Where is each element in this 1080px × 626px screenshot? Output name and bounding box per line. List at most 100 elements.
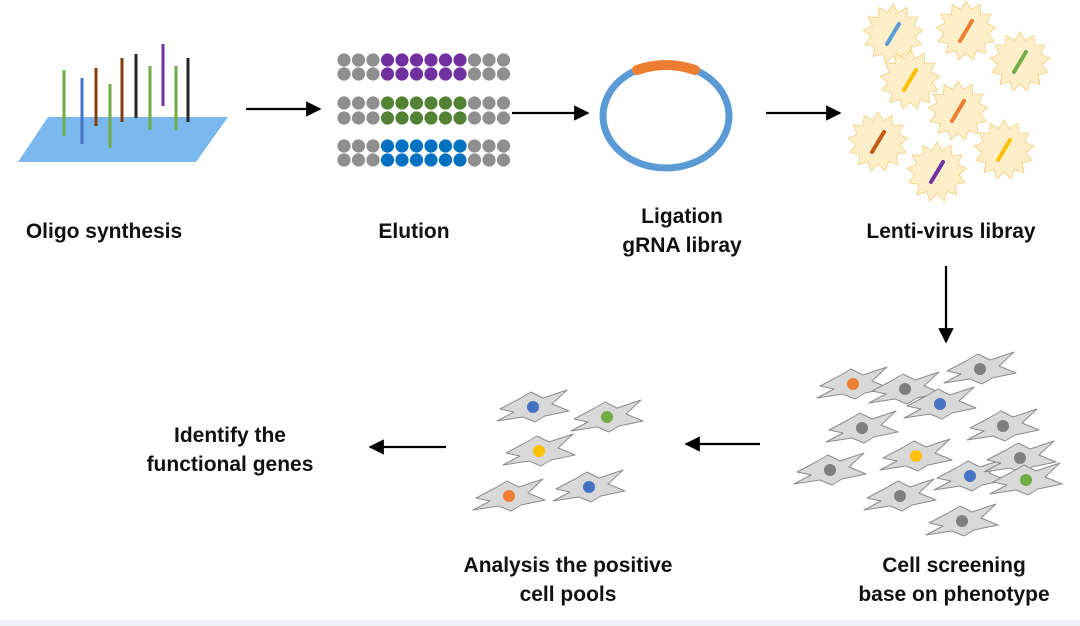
grna-payload [929, 160, 945, 184]
label-identify-functional-genes: Identify the functional genes [120, 421, 340, 479]
adherent-cell [983, 440, 1057, 474]
lentivirus-library-icon [847, 0, 1051, 203]
grna-payload [996, 138, 1012, 162]
synthesis-plate [18, 117, 228, 162]
label-elution: Elution [334, 217, 494, 246]
elution-bead [395, 139, 409, 153]
plasmid-backbone [599, 60, 733, 172]
label-lenti-virus-library-text: Lenti-virus libray [866, 220, 1036, 243]
label-oligo-synthesis: Oligo synthesis [0, 217, 208, 246]
grna-payload [885, 22, 901, 46]
adherent-cell [925, 503, 999, 537]
elution-bead [482, 111, 496, 125]
lentivirus-particle [989, 31, 1051, 93]
elution-bead [496, 53, 511, 67]
elution-bead [438, 153, 453, 167]
elution-bead [467, 139, 482, 153]
adherent-cell [472, 478, 546, 512]
elution-bead [482, 153, 496, 167]
lentivirus-particle [906, 141, 968, 203]
elution-bead [337, 139, 351, 153]
plasmid-ring-icon [599, 60, 733, 172]
elution-bead [351, 96, 366, 110]
elution-bead [467, 111, 482, 125]
elution-bead [409, 96, 424, 110]
cell-nucleus [899, 383, 911, 395]
elution-bead [453, 111, 467, 125]
adherent-cell [863, 478, 937, 512]
cell-nucleus [894, 490, 906, 502]
elution-bead [409, 111, 424, 125]
elution-bead [482, 96, 496, 110]
adherent-cell [825, 410, 899, 444]
elution-bead [409, 53, 424, 67]
elution-bead [366, 96, 380, 110]
cell-nucleus [956, 515, 968, 527]
elution-bead [380, 153, 395, 167]
label-cell-screening: Cell screening base on phenotype [838, 551, 1070, 609]
elution-bead [438, 139, 453, 153]
elution-bead [395, 153, 409, 167]
adherent-cell [903, 386, 977, 420]
adherent-cell [793, 452, 867, 486]
cell-nucleus [533, 445, 545, 457]
elution-bead [337, 153, 351, 167]
grna-payload [902, 68, 918, 92]
elution-bead [366, 53, 380, 67]
elution-bead [438, 96, 453, 110]
lentivirus-particle [879, 49, 941, 111]
cell-nucleus [527, 401, 539, 413]
elution-bead [337, 96, 351, 110]
adherent-cell [879, 438, 953, 472]
cell-nucleus [856, 422, 868, 434]
elution-bead [496, 153, 511, 167]
adherent-cell [966, 408, 1040, 442]
cell-nucleus [824, 464, 836, 476]
elution-bead [351, 67, 366, 81]
adherent-cell [933, 458, 1007, 492]
elution-bead [366, 153, 380, 167]
grna-insert [632, 60, 700, 75]
elution-bead [351, 53, 366, 67]
elution-bead [467, 96, 482, 110]
adherent-cell [570, 399, 644, 433]
cell-nucleus [1014, 452, 1026, 464]
elution-bead [351, 153, 366, 167]
adherent-cell [502, 433, 576, 467]
label-analysis-positive-pools: Analysis the positive cell pools [432, 551, 704, 609]
elution-bead [453, 139, 467, 153]
cell-nucleus [847, 378, 859, 390]
label-lenti-virus-library: Lenti-virus libray [844, 217, 1058, 246]
adherent-cell [943, 351, 1017, 385]
cell-populations [472, 351, 1063, 537]
adherent-cell [496, 389, 570, 423]
label-analysis-line2: cell pools [519, 583, 617, 606]
label-cell-screening-line1: Cell screening [882, 554, 1026, 577]
elution-bead [395, 67, 409, 81]
grna-payload [1012, 50, 1028, 74]
elution-bead [496, 67, 511, 81]
bottom-edge-strip [0, 620, 1080, 626]
elution-bead [496, 96, 511, 110]
elution-bead [395, 53, 409, 67]
elution-bead [424, 139, 438, 153]
elution-bead [366, 139, 380, 153]
lentivirus-particle [973, 119, 1035, 181]
elution-bead [496, 139, 511, 153]
elution-bead [438, 53, 453, 67]
oligo-array-icon [18, 44, 228, 162]
elution-bead [424, 53, 438, 67]
elution-bead [337, 67, 351, 81]
adherent-cell [552, 469, 626, 503]
elution-beads-icon [337, 53, 511, 167]
lentivirus-particle [847, 111, 909, 173]
label-ligation: Ligation gRNA libray [582, 202, 782, 260]
elution-bead [424, 153, 438, 167]
label-identify-line1: Identify the [173, 424, 286, 447]
elution-bead [424, 111, 438, 125]
elution-bead [366, 67, 380, 81]
elution-bead [482, 53, 496, 67]
lentivirus-particle [862, 3, 924, 65]
